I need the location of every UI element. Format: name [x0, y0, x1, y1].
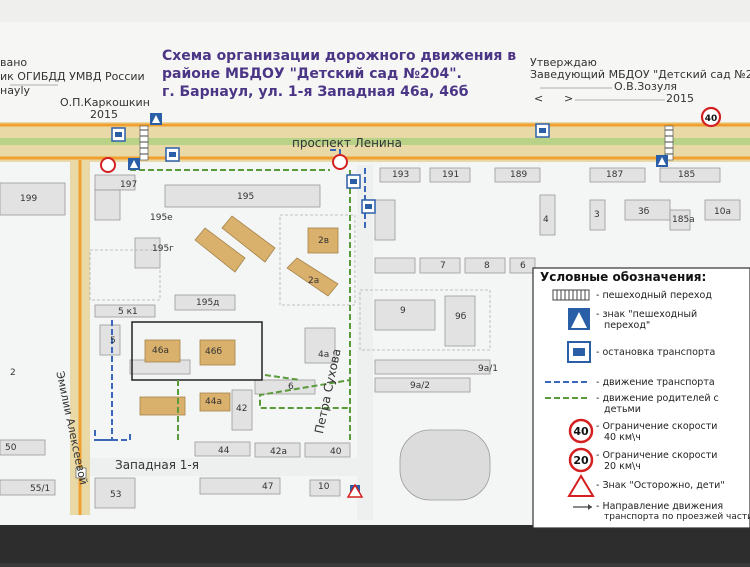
lenina-avenue	[0, 122, 750, 162]
crosswalks	[75, 125, 674, 479]
legend-item-speed40-2: 40 км\ч	[604, 432, 641, 443]
right-header-line2: Заведующий МБДОУ "Детский сад №20	[530, 68, 750, 81]
legend-panel: 40 20	[532, 267, 750, 529]
building-label: 187	[606, 170, 624, 180]
legend-item-direction-2: транспорта по проезжей части	[604, 512, 750, 522]
building-label: 9б	[455, 312, 467, 322]
building-label: 199	[20, 194, 38, 204]
title-line-2: районе МБДОУ "Детский сад №204".	[162, 66, 462, 82]
building-label: 195	[237, 192, 255, 202]
left-header-line2: ик ОГИБДД УМВД России	[0, 70, 145, 83]
parents-path	[130, 169, 351, 440]
building-label: 9а/1	[478, 364, 498, 374]
building-label: 9	[400, 306, 406, 316]
building-label: 4	[543, 215, 549, 225]
building-label: 185	[678, 170, 696, 180]
right-header-line1: Утверждаю	[530, 56, 597, 69]
right-header-date-close: >	[564, 92, 574, 105]
right-header-date-open: <	[534, 92, 544, 105]
legend-item-direction: - Направление движения	[596, 501, 724, 512]
legend-item-speed20-2: 20 км\ч	[604, 461, 641, 472]
speed-limit-40-icon: 40	[700, 106, 722, 128]
street-label-zapadnaya: Западная 1-я	[115, 458, 199, 472]
bus-stop-icon	[111, 123, 550, 214]
legend-item-crosswalk-sign-2: переход"	[604, 320, 651, 331]
building-label: 10	[318, 482, 330, 492]
building-label: 7	[440, 261, 446, 271]
building-label: 6	[520, 261, 526, 271]
street-label-lenina: проспект Ленина	[292, 136, 402, 150]
zapadnaya-street	[90, 458, 360, 476]
building-label: 195д	[196, 298, 220, 308]
building-label: 50	[5, 443, 17, 453]
legend-title: Условные обозначения:	[540, 270, 707, 284]
building-label: 55/1	[30, 484, 51, 494]
legend-item-parents-2: детьми	[604, 404, 641, 415]
building-label: 2а	[308, 276, 320, 286]
building-label: 3	[594, 210, 600, 220]
building-label: 185а	[672, 215, 695, 225]
building-label: 193	[392, 170, 410, 180]
building-label: 42	[236, 404, 248, 414]
building-label: 53	[110, 490, 122, 500]
building-label: 2в	[318, 236, 330, 246]
left-header-line1: вано	[0, 56, 28, 69]
left-header-line3: науlу	[0, 84, 31, 97]
legend-item-parents: - движение родителей с	[596, 393, 719, 404]
building-label: 189	[510, 170, 528, 180]
mbdou-territory	[131, 321, 263, 381]
svg-text:20: 20	[573, 454, 589, 467]
territory-outlines	[89, 214, 491, 351]
left-header-signer: О.П.Каркошкин	[60, 96, 150, 109]
building-label: 9а/2	[410, 381, 430, 391]
children-warning-icon	[100, 154, 364, 498]
building-label: 191	[442, 170, 460, 180]
building-label: 3б	[638, 207, 650, 217]
building-label: 8	[484, 261, 490, 271]
right-header-signer: О.В.Зозуля	[614, 80, 677, 93]
legend-item-crosswalk: - пешеходный переход	[596, 290, 712, 301]
building-label: 44а	[205, 397, 222, 407]
legend-item-speed20: - Ограничение скорости	[596, 450, 718, 461]
building-label: 42а	[270, 447, 287, 457]
buildings	[0, 167, 741, 509]
svg-text:40: 40	[573, 425, 589, 438]
title-line-3: г. Барнаул, ул. 1-я Западная 46а, 46б	[162, 84, 469, 100]
legend-item-children: - Знак "Осторожно, дети"	[596, 480, 725, 491]
building-label: 47	[262, 482, 274, 492]
building-label: 5 к1	[118, 307, 138, 317]
alekseeva-street	[70, 160, 90, 515]
title-line-1: Схема организации дорожного движения в	[162, 48, 517, 64]
sukhova-street	[357, 165, 373, 520]
svg-text:40: 40	[705, 114, 718, 124]
building-label: 46б	[205, 347, 223, 357]
right-header-year: 2015	[666, 92, 694, 105]
building-label: 2	[10, 368, 16, 378]
building-label: 10а	[714, 207, 731, 217]
building-label: 197	[120, 180, 138, 190]
building-label: 4а	[318, 350, 330, 360]
legend-item-speed40: - Ограничение скорости	[596, 421, 718, 432]
building-label: 46а	[152, 346, 169, 356]
legend-item-transport: - движение транспорта	[596, 377, 715, 388]
building-label: 195е	[150, 213, 173, 223]
building-label: 6	[288, 382, 294, 392]
building-label: 195г	[152, 244, 174, 254]
building-label: 44	[218, 446, 230, 456]
legend-item-bus-stop: - остановка транспорта	[596, 347, 716, 358]
left-header-year: 2015	[90, 108, 118, 121]
building-label: 40	[330, 447, 342, 457]
kindergarten-buildings	[139, 215, 339, 416]
legend-item-crosswalk-sign: - знак "пешеходный	[596, 309, 698, 320]
building-label: 5	[110, 336, 116, 346]
